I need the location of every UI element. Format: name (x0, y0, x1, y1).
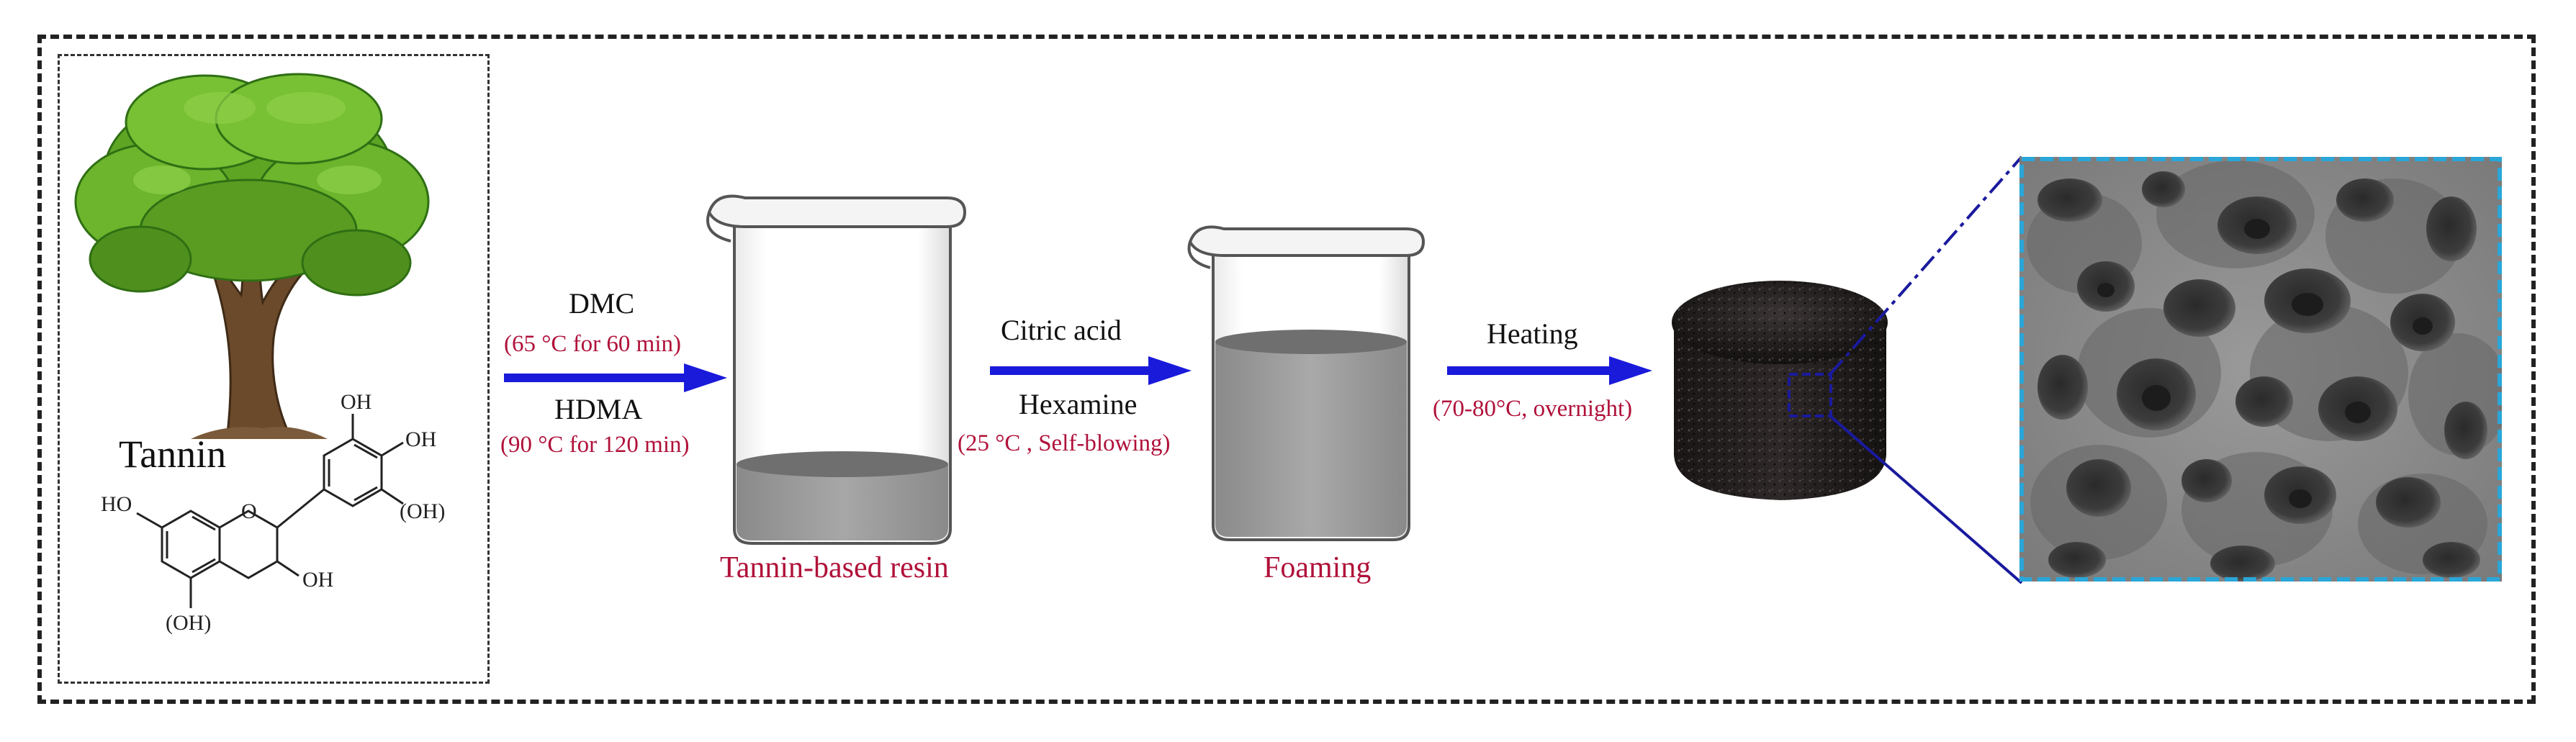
tannin-label: Tannin (119, 433, 227, 476)
step3-bottom-condition: (70-80°C, overnight) (1433, 396, 1633, 422)
step2-bottom-reagent: Hexamine (1019, 388, 1138, 420)
step2-bottom-condition: (25 °C , Self-blowing) (958, 430, 1171, 456)
ho-left-label: HO (101, 492, 132, 516)
oh-right-label: OH (405, 427, 436, 451)
tannin-molecule-diagram: O HO OH (OH) OH OH (OH) (101, 390, 445, 635)
oh-paren-right-label: (OH) (400, 499, 445, 523)
beaker-resin-icon (706, 194, 967, 545)
oh-c3-label: OH (302, 568, 333, 592)
step1-top-condition: (65 °C for 60 min) (504, 331, 682, 357)
tannin-panel-frame (58, 54, 490, 684)
step1-bottom-reagent: HDMA (554, 393, 643, 425)
beaker1-caption: Tannin-based resin (720, 551, 949, 584)
sem-micrograph-image (2019, 157, 2502, 582)
tannin-foam-block-image (1672, 281, 1888, 500)
tree-icon (74, 73, 430, 439)
oh-top-label: OH (341, 390, 371, 414)
step3-arrow-icon (1447, 356, 1652, 385)
oh-paren-bottom-label: (OH) (166, 611, 211, 635)
step3-top-reagent: Heating (1487, 317, 1578, 350)
zoom-connector-lines (1829, 155, 2023, 584)
step1-bottom-condition: (90 °C for 120 min) (500, 432, 690, 458)
outer-dashed-frame (37, 35, 2536, 704)
step2-top-reagent: Citric acid (1001, 314, 1122, 346)
step2-arrow-icon (990, 356, 1192, 385)
ring-oxygen-label: O (241, 499, 257, 523)
beaker2-caption: Foaming (1264, 551, 1372, 584)
step1-arrow-icon (504, 363, 727, 392)
step1-top-reagent: DMC (569, 287, 635, 320)
beaker-foaming-icon (1187, 225, 1426, 541)
